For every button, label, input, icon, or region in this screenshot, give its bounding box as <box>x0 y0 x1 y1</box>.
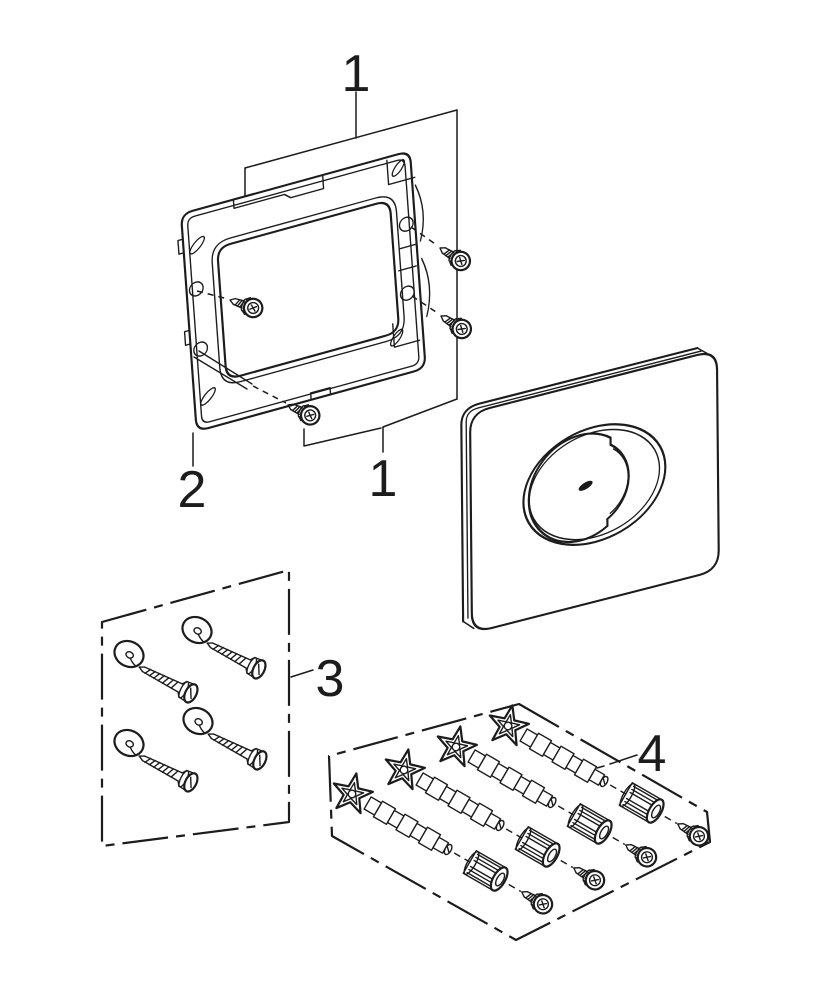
frame-slot-bottom-right <box>389 328 404 347</box>
frame-hole-bottom-right <box>399 285 415 301</box>
frame-hole-bottom-left <box>193 341 209 357</box>
flush-button-ring <box>522 423 667 546</box>
frame-slot-top-left <box>189 235 206 255</box>
callout-1-top: 1 <box>342 45 371 103</box>
plate-side-edge <box>460 346 699 623</box>
washer-screw-3 <box>106 723 206 795</box>
frame-spring-clip-top <box>414 184 424 242</box>
frame-spring-clip-bottom <box>420 257 431 318</box>
frame-screw-right-bottom <box>435 307 476 343</box>
screw-set-outline <box>100 568 291 848</box>
adapter-set-outline <box>327 702 712 942</box>
flush-plate <box>460 346 720 631</box>
screw-set-panel <box>100 568 291 848</box>
callout-1-bottom: 1 <box>369 450 398 508</box>
frame-outer-edge <box>180 152 426 430</box>
callout-3-leader <box>290 669 314 678</box>
flush-button-large <box>527 432 612 544</box>
frame-opening-ring <box>211 196 405 384</box>
washer-screw-2 <box>174 610 274 682</box>
frame-slot-top-right <box>391 159 406 177</box>
screw-alignment-dashes <box>196 226 440 404</box>
frame-left-tabs <box>177 238 192 347</box>
frame-slot-bottom-left <box>200 387 216 406</box>
callout-2: 2 <box>178 461 207 519</box>
brand-logo-mark <box>578 480 593 491</box>
adapter-set-panel <box>324 698 717 942</box>
frame-top-notch <box>232 175 325 210</box>
washer-screw-1 <box>106 634 206 706</box>
callout-4: 4 <box>638 725 667 783</box>
frame-tab-top-right <box>386 159 416 186</box>
plate-face <box>469 352 720 631</box>
frame-hole-top-left <box>188 281 204 297</box>
mounting-frame <box>177 152 431 430</box>
frame-tab-bottom-right <box>392 323 421 348</box>
callout-3: 3 <box>316 650 345 708</box>
frame-hole-top-right <box>398 216 414 232</box>
frame-opening <box>216 201 400 378</box>
frame-screw-right-top <box>434 239 475 275</box>
frame-bottom-notch <box>309 386 332 400</box>
callout-4-leader <box>596 754 638 769</box>
washer-screw-4 <box>175 701 275 773</box>
frame-hole-pointer-lines <box>193 350 253 390</box>
